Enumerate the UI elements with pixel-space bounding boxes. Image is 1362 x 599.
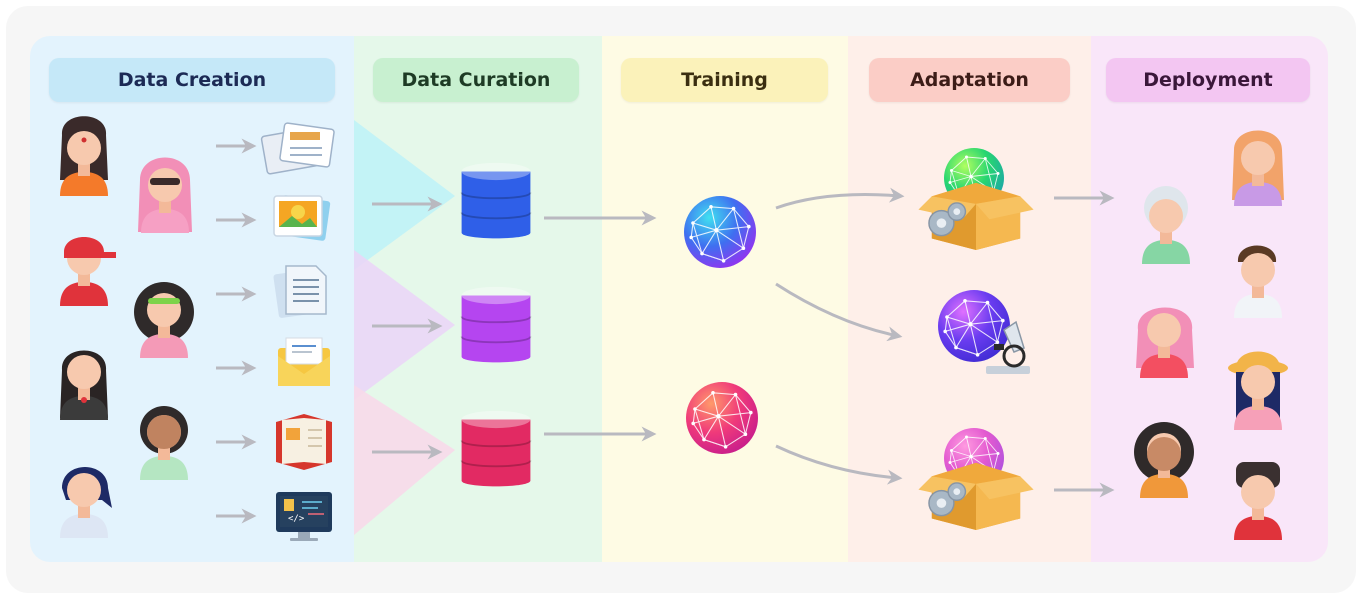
training-input-arrows: [544, 210, 657, 442]
microscope-icon: [938, 290, 1030, 374]
data-creator-person-3: [60, 237, 116, 306]
box-gears-icon-1: [918, 148, 1034, 250]
data-creator-person-4: [134, 282, 194, 358]
deployment-input-arrows: [1054, 190, 1115, 498]
stage-title-data-curation: Data Curation: [373, 58, 579, 102]
source-arrows: [216, 138, 257, 524]
box-gears-icon-2: [918, 428, 1034, 530]
database-icon-blue: [460, 161, 532, 240]
data-creator-person-1: [60, 116, 108, 196]
code-monitor-icon: </>: [276, 492, 332, 541]
data-creator-person-2: [138, 157, 192, 233]
data-creator-person-7: [60, 467, 112, 538]
data-creator-person-5: [60, 350, 108, 420]
user-person-6: [1134, 422, 1194, 498]
neural-sphere-icon-2: [686, 382, 758, 454]
svg-text:</>: </>: [288, 514, 305, 524]
newspaper-icon: [260, 122, 335, 175]
email-icon: [278, 337, 330, 386]
book-icon: [276, 414, 332, 470]
stage-title-training: Training: [621, 58, 828, 102]
document-icon: [273, 265, 327, 318]
user-person-3: [1234, 245, 1282, 318]
user-person-1: [1142, 186, 1190, 264]
photo-icon: [273, 195, 331, 241]
user-person-7: [1234, 462, 1282, 540]
curation-input-arrows: [372, 196, 443, 460]
data-creator-person-6: [140, 406, 188, 480]
stage-title-data-creation: Data Creation: [49, 58, 335, 102]
neural-sphere-icon-1: [684, 196, 756, 268]
stage-column-training: [602, 36, 848, 562]
adaptation-input-arrows: [775, 187, 905, 485]
stage-column-deployment: [1091, 36, 1328, 562]
user-person-4: [1136, 307, 1194, 378]
stage-title-adaptation: Adaptation: [869, 58, 1070, 102]
database-icon-red: [460, 409, 532, 488]
stage-title-deployment: Deployment: [1106, 58, 1310, 102]
user-person-2: [1232, 130, 1284, 206]
user-person-5: [1228, 351, 1288, 430]
database-icon-purple: [460, 285, 532, 364]
